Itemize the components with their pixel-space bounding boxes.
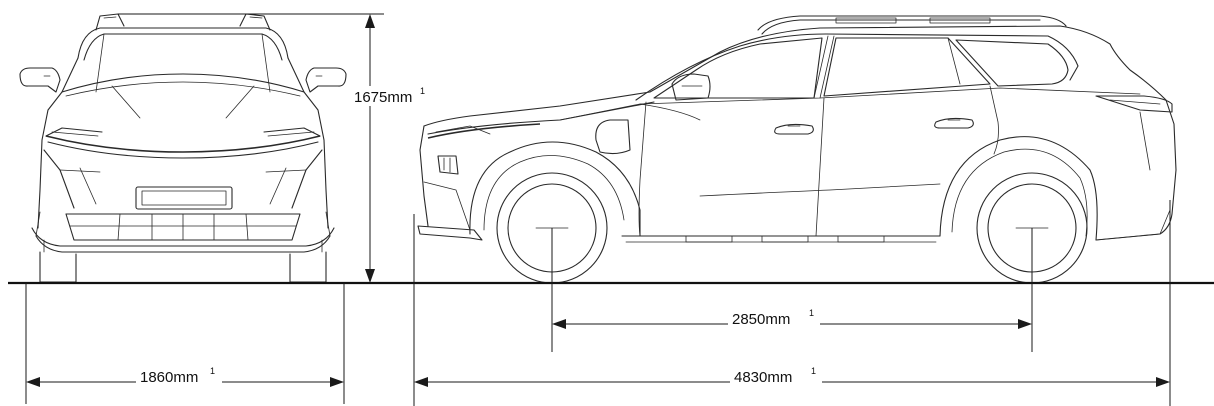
- wheelbase-value: 2850mm: [732, 311, 790, 328]
- width-dimension: 1860mm 1: [25, 283, 345, 404]
- height-value: 1675mm: [354, 89, 412, 106]
- width-footnote: 1: [210, 366, 215, 376]
- length-dimension: 4830mm 1: [413, 200, 1171, 406]
- wheelbase-footnote: 1: [809, 308, 814, 318]
- length-value: 4830mm: [734, 369, 792, 386]
- length-footnote: 1: [811, 366, 816, 376]
- height-dimension: 1675mm 1: [118, 13, 428, 283]
- wheelbase-dimension: 2850mm 1: [551, 228, 1033, 352]
- front-view: [19, 13, 347, 283]
- height-footnote: 1: [420, 86, 425, 96]
- width-value: 1860mm: [140, 369, 198, 386]
- side-view: [417, 15, 1177, 284]
